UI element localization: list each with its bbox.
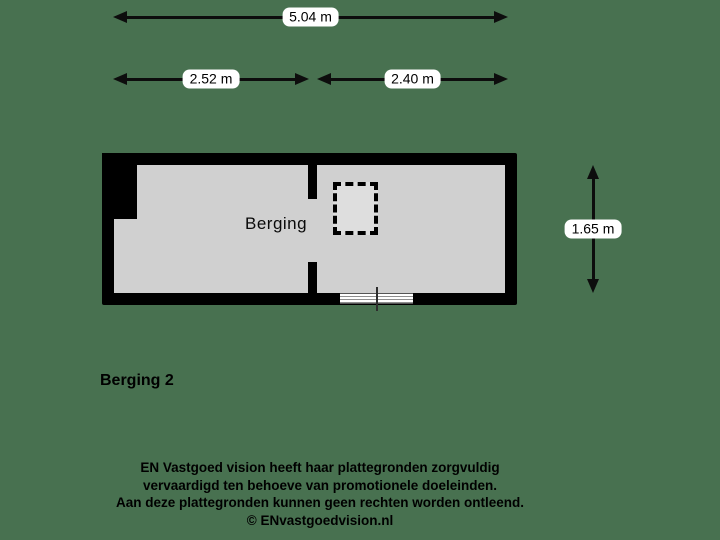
window-center-tick [376, 287, 378, 311]
interior-wall-lower [308, 262, 317, 293]
arrow-up-icon [587, 165, 599, 179]
footer-line-2: vervaardigd ten behoeve van promotionele… [142, 477, 498, 493]
attic-hatch-symbol [333, 182, 378, 235]
arrow-down-icon [587, 279, 599, 293]
room-label: Berging [245, 214, 308, 233]
arrow-right-icon [494, 11, 508, 23]
footer-line-1: EN Vastgoed vision heeft haar plattegron… [140, 460, 500, 475]
footer-disclaimer: EN Vastgoed vision heeft haar plattegron… [12, 459, 628, 529]
page-title: Berging 2 [100, 372, 174, 389]
dimension-label-left-width: 2.52 m [182, 69, 240, 89]
arrow-right-icon [295, 73, 309, 85]
wall-pilaster-top-left [102, 153, 137, 219]
arrow-left-icon [113, 73, 127, 85]
arrow-right-icon [494, 73, 508, 85]
arrow-left-icon [317, 73, 331, 85]
dimension-label-right-width: 2.40 m [384, 69, 441, 89]
footer-copyright: © ENvastgoedvision.nl [246, 512, 394, 528]
arrow-left-icon [113, 11, 127, 23]
dimension-label-total-width: 5.04 m [282, 7, 339, 27]
dimension-label-height: 1.65 m [564, 219, 622, 239]
floorplan-berging: Berging [102, 153, 517, 311]
footer-line-3: Aan deze plattegronden kunnen geen recht… [115, 495, 525, 510]
interior-wall-upper [308, 165, 317, 199]
